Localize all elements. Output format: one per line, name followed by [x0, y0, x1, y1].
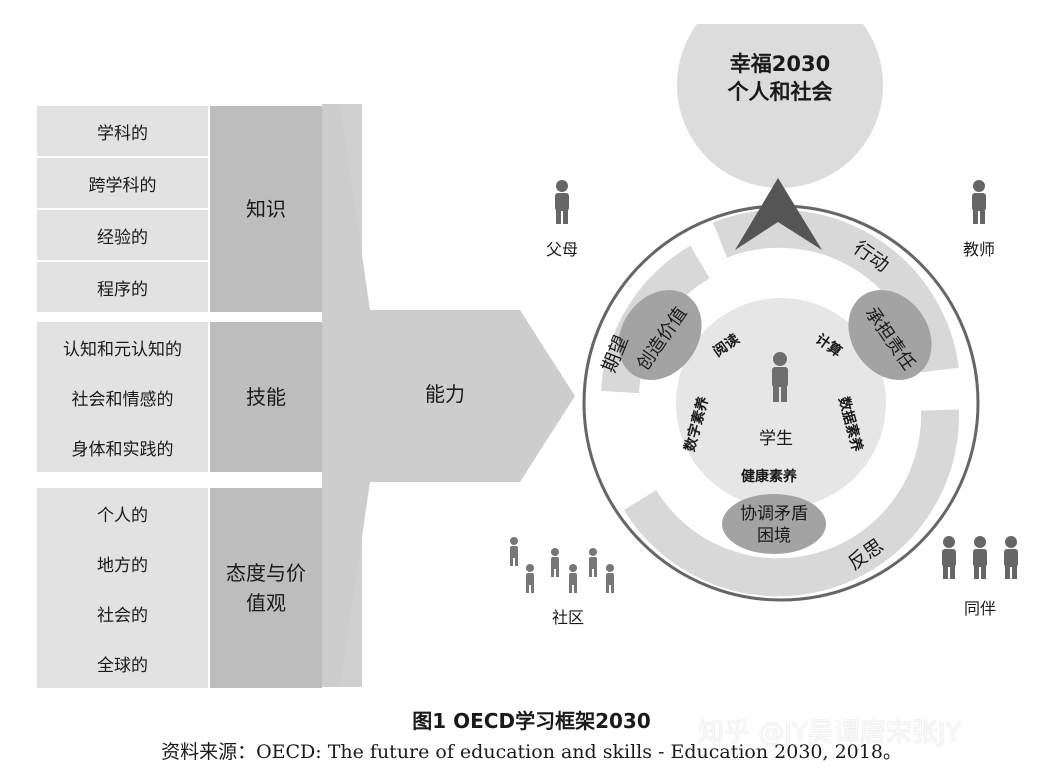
peers-label: 同伴 — [963, 599, 996, 618]
competency-blob-responsibility — [848, 290, 932, 380]
category-skills: 技能 — [210, 322, 322, 472]
item-global: 全球的 — [37, 638, 208, 688]
watermark: 知乎 @JY吴谭唐宋张JY — [698, 718, 962, 748]
goal-arrow — [735, 178, 822, 250]
item-procedural: 程序的 — [37, 262, 208, 312]
competency-reconcile-tensions: 协调矛盾困境 — [740, 504, 808, 546]
student-label: 学生 — [759, 429, 793, 449]
item-disciplinary: 学科的 — [37, 106, 208, 156]
figure-caption-title: 图1 OECD学习框架2030 — [412, 709, 651, 733]
goal-line1: 幸福2030 — [729, 52, 831, 76]
community-label: 社区 — [551, 608, 584, 627]
item-personal: 个人的 — [37, 488, 208, 538]
cycle-reflection — [623, 409, 960, 597]
category-attitudes-label: 态度与价值观 — [226, 561, 306, 615]
parents-label: 父母 — [545, 240, 578, 259]
inner-circle — [676, 298, 886, 508]
item-cognitive: 认知和元认知的 — [37, 322, 208, 372]
category-attitudes-values: 态度与价值观 — [210, 488, 322, 688]
item-local: 地方的 — [37, 538, 208, 588]
category-knowledge: 知识 — [210, 106, 322, 312]
peers-figures-icon — [942, 536, 1018, 579]
category-knowledge-label: 知识 — [246, 197, 286, 221]
competencies-label: 能力 — [425, 382, 465, 406]
item-epistemic: 经验的 — [37, 210, 208, 260]
student-figure-icon — [772, 352, 788, 402]
goal-circle — [677, 0, 883, 188]
competency-blob-value — [618, 290, 702, 380]
item-physical-practical: 身体和实践的 — [37, 422, 208, 472]
item-interdisciplinary: 跨学科的 — [37, 158, 208, 208]
competency-blob-tensions — [722, 494, 826, 554]
goal-title: 幸福2030 个人和社会 — [680, 50, 880, 106]
parent-figure-icon — [555, 180, 569, 224]
item-social-emotional: 社会和情感的 — [37, 372, 208, 422]
figure-caption-source: 资料来源：OECD: The future of education and s… — [161, 741, 902, 763]
literacy-health: 健康素养 — [741, 469, 797, 485]
item-societal: 社会的 — [37, 588, 208, 638]
goal-line2: 个人和社会 — [727, 80, 833, 104]
category-skills-label: 技能 — [246, 385, 286, 409]
competency-arrow — [322, 104, 575, 687]
teacher-figure-icon — [972, 180, 986, 224]
community-figures-icon — [510, 537, 614, 593]
teachers-label: 教师 — [962, 240, 995, 259]
